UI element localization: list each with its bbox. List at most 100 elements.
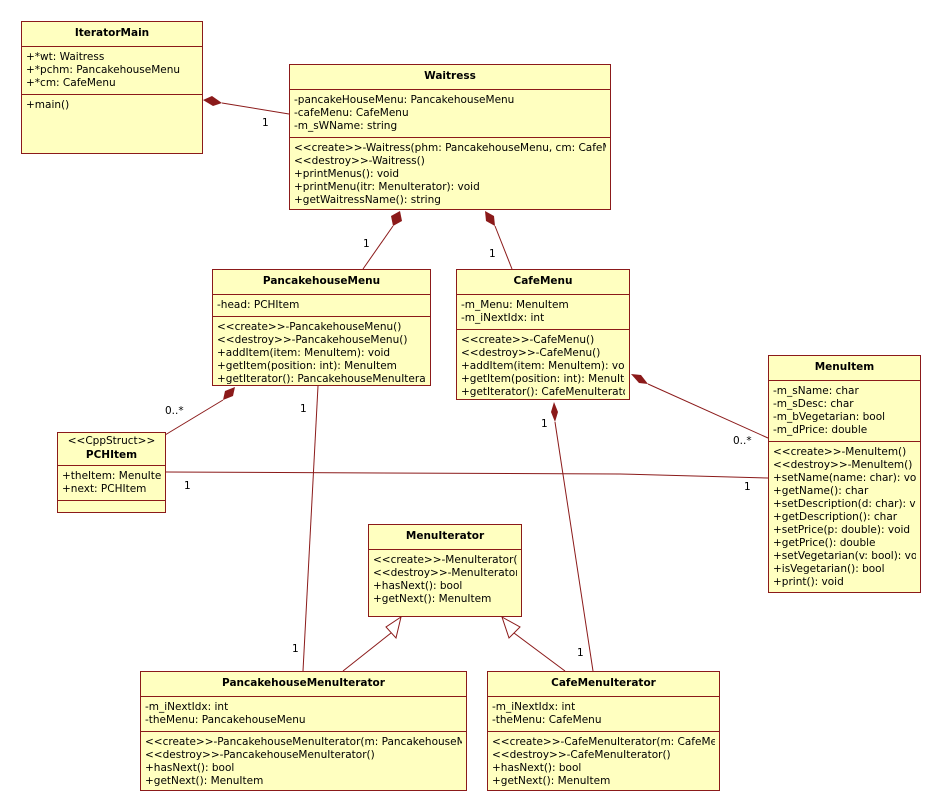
attribute: -m_sWName: string — [294, 120, 398, 132]
edge-pchitem-menuitem — [164, 471, 769, 479]
operation: +print(): void — [773, 576, 844, 588]
attribute: +theItem: MenuItem — [62, 470, 161, 482]
attribute: +*wt: Waitress — [26, 51, 105, 63]
edge-cafe-menuitem — [647, 383, 769, 439]
attribute: -m_dPrice: double — [773, 424, 868, 436]
attributes: -m_iNextIdx: int -theMenu: PancakehouseM… — [141, 697, 466, 732]
attributes: +*wt: Waitress +*pchm: PancakehouseMenu … — [22, 47, 202, 95]
class-name: CafeMenu — [513, 275, 573, 287]
operation: +printMenu(itr: MenuIterator): void — [294, 181, 480, 193]
operation: <<destroy>>-CafeMenu() — [461, 347, 601, 359]
class-pchitem[interactable]: <<CppStruct>> PCHItem +theItem: MenuItem… — [57, 432, 166, 513]
operation: <<destroy>>-Waitress() — [294, 155, 425, 167]
operation: <<destroy>>-MenuIterator() — [373, 567, 517, 579]
attribute: -m_Menu: MenuItem — [461, 299, 569, 311]
operation: +getPrice(): double — [773, 537, 876, 549]
multiplicity-cafe-menuitem: 0..* — [733, 435, 752, 447]
operation: +hasNext(): bool — [373, 580, 463, 592]
operations: <<create>>-Waitress(phm: PancakehouseMen… — [290, 138, 610, 211]
operation: +addItem(item: MenuItem): void — [461, 360, 625, 372]
class-menuiterator[interactable]: MenuIterator <<create>>-MenuIterator() <… — [368, 524, 522, 617]
multiplicity-main-waitress: 1 — [262, 117, 269, 129]
class-pancakehousemenuiterator[interactable]: PancakehouseMenuIterator -m_iNextIdx: in… — [140, 671, 467, 791]
diamond-main — [203, 96, 222, 106]
attribute: -m_sDesc: char — [773, 398, 854, 410]
attribute: +*pchm: PancakehouseMenu — [26, 64, 181, 76]
attribute: +next: PCHItem — [62, 483, 147, 495]
diamond-waitress-pancake — [391, 211, 402, 226]
class-stereotype: <<CppStruct>> — [67, 435, 156, 447]
operation: +getDescription(): char — [773, 511, 898, 523]
class-waitress[interactable]: Waitress -pancakeHouseMenu: Pancakehouse… — [289, 64, 611, 210]
operation: +getItem(position: int): MenuItem — [461, 373, 625, 385]
operations — [58, 501, 165, 515]
edge-waitress-cafe — [494, 225, 513, 270]
generalization-cmi — [513, 632, 566, 672]
attributes: -m_sName: char -m_sDesc: char -m_bVegeta… — [769, 381, 920, 442]
operation: <<create>>-PancakehouseMenu() — [217, 321, 402, 333]
operations: <<create>>-CafeMenu() <<destroy>>-CafeMe… — [457, 330, 629, 403]
edge-waitress-pancake — [362, 225, 394, 270]
operations: <<create>>-CafeMenuIterator(m: CafeMenu)… — [488, 732, 719, 792]
class-name: CafeMenuIterator — [551, 677, 656, 689]
operation: +setName(name: char): void — [773, 472, 916, 484]
operation: <<create>>-Waitress(phm: PancakehouseMen… — [294, 142, 606, 154]
edge-pancake-pchitem — [164, 399, 224, 436]
operations: <<create>>-MenuIterator() <<destroy>>-Me… — [369, 550, 521, 610]
attribute: +*cm: CafeMenu — [26, 77, 116, 89]
attributes: +theItem: MenuItem +next: PCHItem — [58, 466, 165, 501]
operation: +getNext(): MenuItem — [373, 593, 492, 605]
attribute: -head: PCHItem — [217, 299, 300, 311]
operation: <<destroy>>-MenuItem() — [773, 459, 913, 471]
class-name: Waitress — [424, 70, 476, 82]
attribute: -pancakeHouseMenu: PancakehouseMenu — [294, 94, 515, 106]
class-name: PCHItem — [85, 449, 138, 461]
operation: +setDescription(d: char): void — [773, 498, 916, 510]
attribute: -m_iNextIdx: int — [492, 701, 576, 713]
class-cafemenuiterator[interactable]: CafeMenuIterator -m_iNextIdx: int -theMe… — [487, 671, 720, 791]
edge-main-waitress — [221, 102, 290, 115]
operation: +printMenus(): void — [294, 168, 400, 180]
diamond-waitress-cafe — [485, 211, 495, 226]
operation: +getNext(): MenuItem — [145, 775, 264, 787]
operation: <<destroy>>-PancakehouseMenu() — [217, 334, 408, 346]
class-cafemenu[interactable]: CafeMenu -m_Menu: MenuItem -m_iNextIdx: … — [456, 269, 630, 400]
operation: <<destroy>>-PancakehouseMenuIterator() — [145, 749, 375, 761]
operation: +getItem(position: int): MenuItem — [217, 360, 397, 372]
operation: +getWaitressName(): string — [294, 194, 441, 206]
class-name: PancakehouseMenu — [262, 275, 381, 287]
diamond-cafe-menuitem — [631, 374, 648, 384]
class-name: MenuIterator — [405, 530, 485, 542]
class-iteratormain[interactable]: IteratorMain +*wt: Waitress +*pchm: Panc… — [21, 21, 203, 154]
operation: +getName(): char — [773, 485, 869, 497]
class-pancakehousemenu[interactable]: PancakehouseMenu -head: PCHItem <<create… — [212, 269, 431, 386]
operation: +hasNext(): bool — [145, 762, 235, 774]
attribute: -m_iNextIdx: int — [461, 312, 545, 324]
operations: +main() — [22, 95, 202, 116]
class-name: IteratorMain — [74, 27, 150, 39]
attribute: -theMenu: PancakehouseMenu — [145, 714, 306, 726]
attributes: -pancakeHouseMenu: PancakehouseMenu -caf… — [290, 90, 610, 138]
multiplicity-pchitem-right: 1 — [744, 481, 751, 493]
attribute: -m_iNextIdx: int — [145, 701, 229, 713]
attribute: -m_bVegetarian: bool — [773, 411, 886, 423]
attributes: -m_Menu: MenuItem -m_iNextIdx: int — [457, 295, 629, 330]
operation: <<create>>-MenuItem() — [773, 446, 907, 458]
edge-cafe-cmi — [554, 421, 594, 672]
operation: +isVegetarian(): bool — [773, 563, 885, 575]
multiplicity-waitress-cafe: 1 — [489, 248, 496, 260]
class-menuitem[interactable]: MenuItem -m_sName: char -m_sDesc: char -… — [768, 355, 921, 593]
operation: +getIterator(): PancakehouseMenuIterator — [217, 373, 426, 385]
operation: +getIterator(): CafeMenuIterator — [461, 386, 625, 398]
diamond-cafe-cmi — [551, 402, 558, 422]
triangle-cmi — [501, 615, 521, 639]
operation: <<create>>-CafeMenuIterator(m: CafeMenu) — [492, 736, 715, 748]
operation: +hasNext(): bool — [492, 762, 582, 774]
operation: +main() — [26, 99, 70, 111]
class-name: MenuItem — [814, 361, 875, 373]
generalization-pmi — [342, 632, 392, 672]
class-name: PancakehouseMenuIterator — [222, 677, 385, 689]
operation: <<create>>-CafeMenu() — [461, 334, 595, 346]
operation: <<create>>-PancakehouseMenuIterator(m: P… — [145, 736, 462, 748]
attribute: -cafeMenu: CafeMenu — [294, 107, 409, 119]
